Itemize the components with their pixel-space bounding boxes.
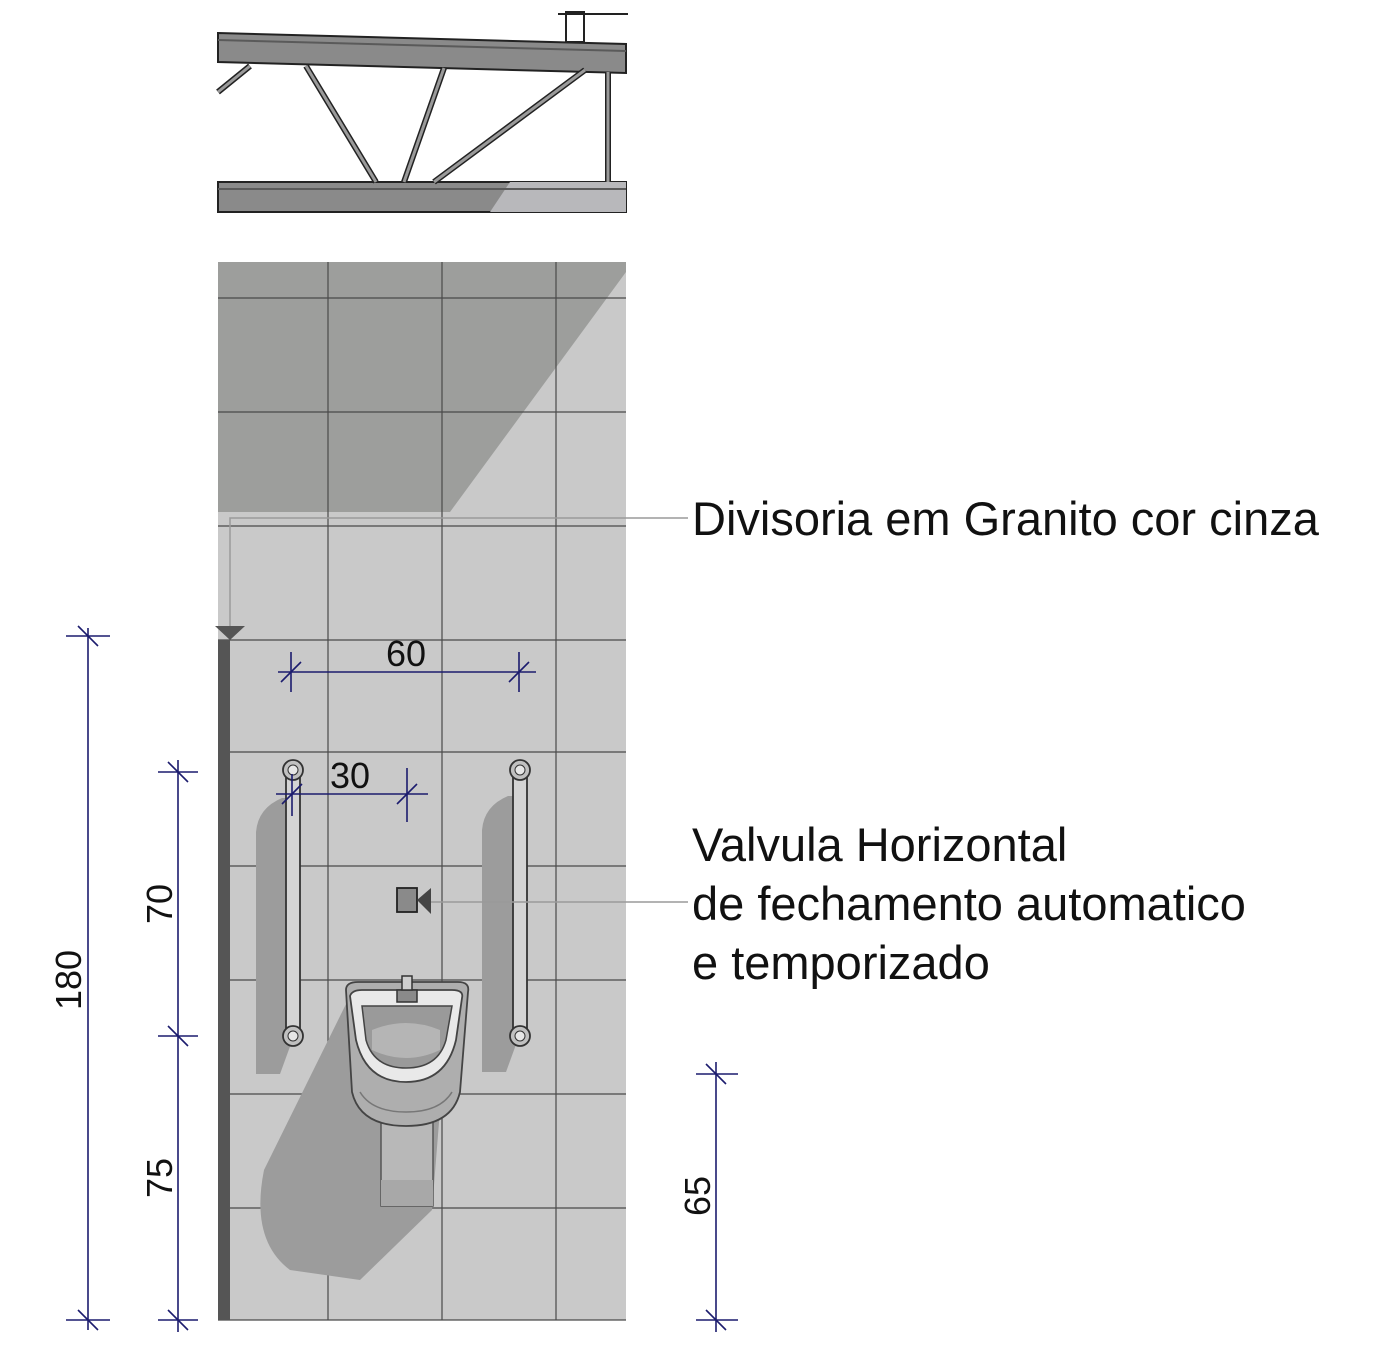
valve-label-line-3: e temporizado xyxy=(692,936,990,989)
dim-70: 70 xyxy=(139,884,180,924)
valve-label-line-2: de fechamento automatico xyxy=(692,877,1246,930)
partition-label-text: Divisoria em Granito cor cinza xyxy=(692,492,1319,545)
valve-label: Valvula Horizontal de fechamento automat… xyxy=(692,815,1246,992)
grab-bar-right xyxy=(509,759,531,1047)
dimension-lines xyxy=(66,625,738,1332)
valve-label-line-1: Valvula Horizontal xyxy=(692,818,1068,871)
granite-partition xyxy=(215,517,688,1320)
dim-60: 60 xyxy=(386,633,426,674)
steel-truss xyxy=(216,11,628,213)
flush-valve-icon xyxy=(396,887,688,914)
dimension-values: 180 70 75 65 60 30 xyxy=(48,633,718,1216)
dim-30: 30 xyxy=(330,755,370,796)
urinal-icon xyxy=(345,975,470,1207)
grab-bar-left xyxy=(282,759,304,1047)
partition-label: Divisoria em Granito cor cinza xyxy=(692,489,1319,548)
dim-65: 65 xyxy=(677,1176,718,1216)
dim-75: 75 xyxy=(139,1158,180,1198)
dim-180: 180 xyxy=(48,950,89,1010)
